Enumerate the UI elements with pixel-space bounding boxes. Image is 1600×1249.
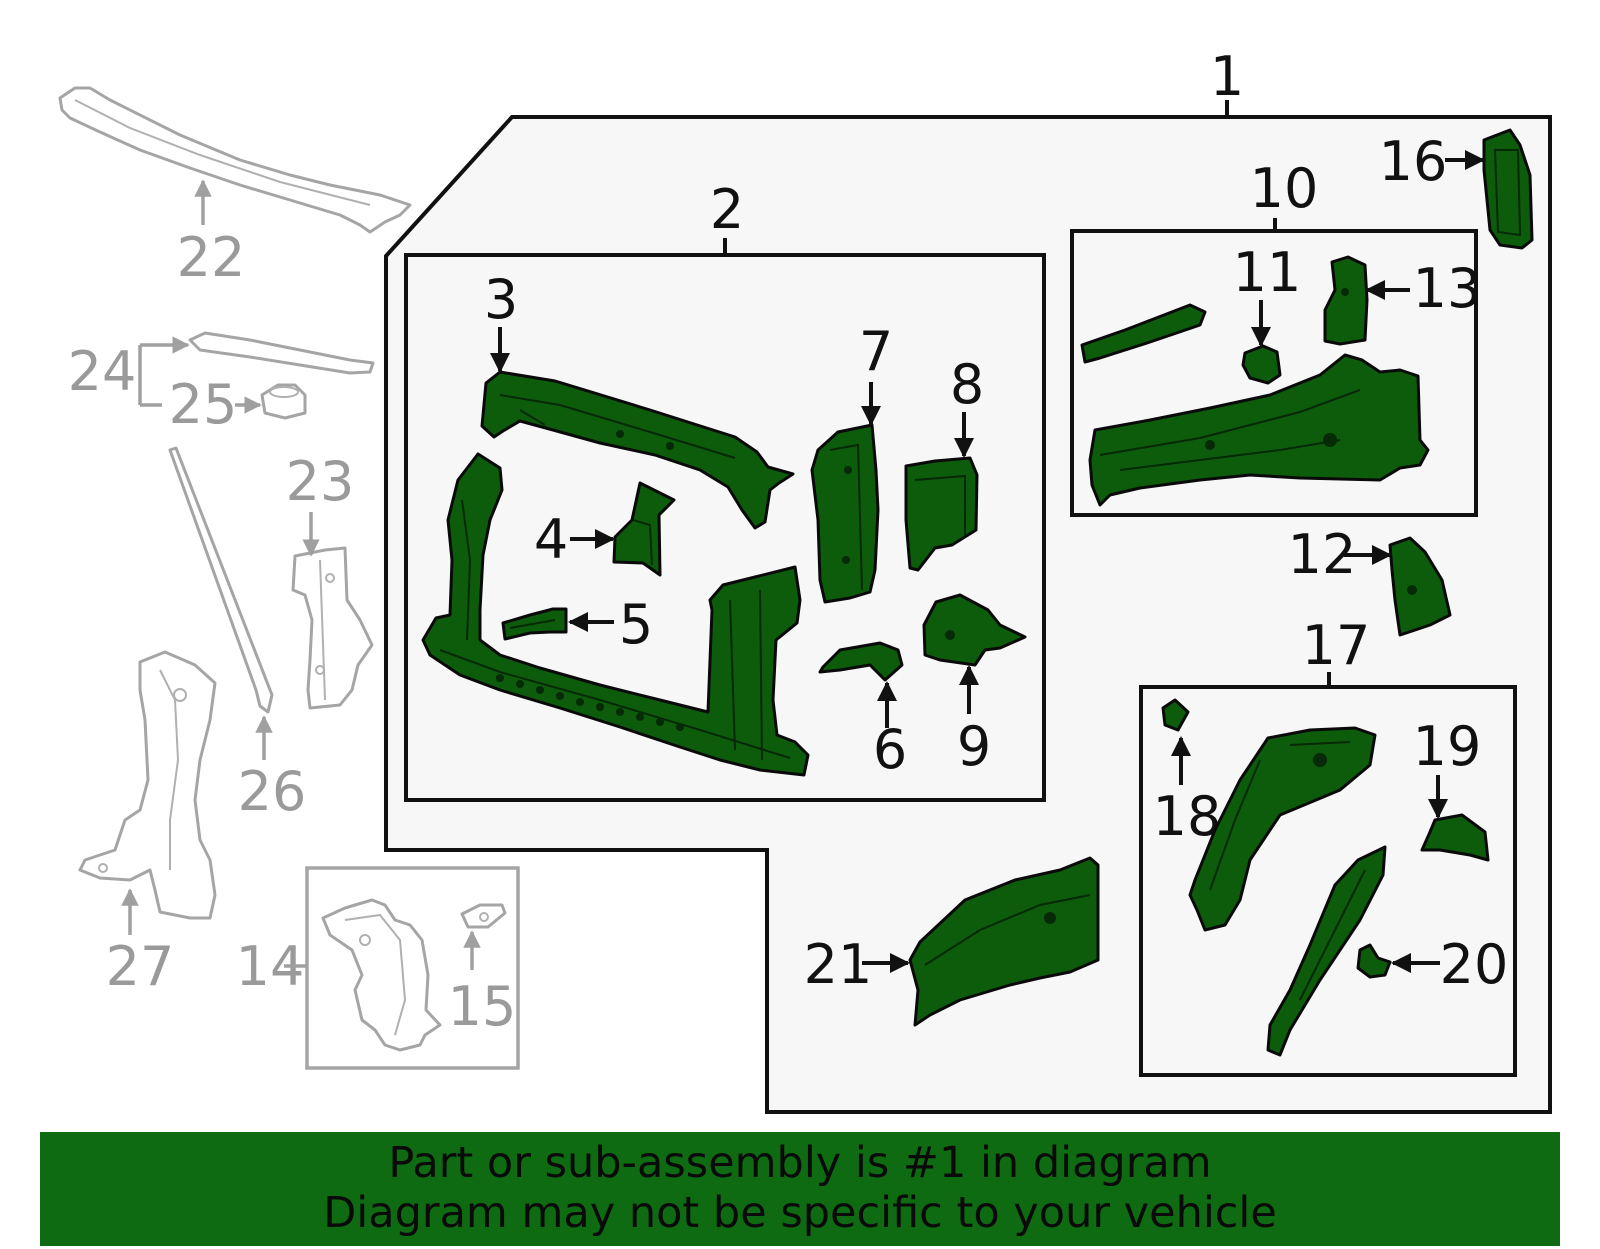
callout-2[interactable]: 2 — [710, 178, 744, 241]
callout-17[interactable]: 17 — [1302, 614, 1371, 677]
callout-7[interactable]: 7 — [859, 320, 893, 383]
part-22-reinforcement[interactable] — [58, 86, 412, 234]
part-18-clip[interactable] — [1161, 698, 1190, 732]
part-3-upper-support[interactable] — [480, 370, 795, 530]
callout-24[interactable]: 24 — [68, 340, 137, 403]
part-7-panel[interactable] — [810, 423, 880, 604]
part-24-bar[interactable] — [188, 331, 375, 375]
part-8-duct[interactable] — [904, 456, 979, 572]
callout-26[interactable]: 26 — [238, 760, 307, 823]
part-6-bracket[interactable] — [818, 641, 904, 682]
part-9-bracket[interactable] — [922, 593, 1027, 667]
part-10-apron[interactable] — [1088, 353, 1430, 507]
part-16-bracket[interactable] — [1482, 128, 1534, 250]
part-27-bracket[interactable] — [78, 650, 217, 920]
callout-9[interactable]: 9 — [957, 715, 991, 778]
part-25-bumper[interactable] — [260, 383, 307, 420]
callout-6[interactable]: 6 — [873, 718, 907, 781]
part-21-apron[interactable] — [908, 856, 1100, 1027]
callout-5[interactable]: 5 — [619, 593, 653, 656]
callout-10[interactable]: 10 — [1250, 157, 1319, 220]
part-13-bracket[interactable] — [1323, 255, 1369, 346]
part-12-bracket[interactable] — [1388, 536, 1452, 637]
part-14-bracket[interactable] — [321, 898, 442, 1052]
part-20-clip[interactable] — [1356, 943, 1392, 979]
part-23-bracket[interactable] — [291, 546, 374, 710]
info-banner: Part or sub-assembly is #1 in diagram Di… — [40, 1132, 1560, 1246]
callout-16[interactable]: 16 — [1379, 130, 1448, 193]
callout-4[interactable]: 4 — [534, 508, 568, 571]
part-17-inner-fender[interactable] — [1188, 726, 1377, 932]
callout-13[interactable]: 13 — [1413, 257, 1482, 320]
callout-11[interactable]: 11 — [1233, 241, 1302, 304]
callout-20[interactable]: 20 — [1440, 933, 1509, 996]
callout-27[interactable]: 27 — [106, 935, 175, 998]
callout-12[interactable]: 12 — [1288, 523, 1357, 586]
part-4-bracket[interactable] — [612, 481, 676, 577]
part-5-brace[interactable] — [501, 607, 568, 641]
callout-15[interactable]: 15 — [448, 975, 517, 1038]
banner-line-1: Part or sub-assembly is #1 in diagram — [388, 1138, 1212, 1188]
callout-3[interactable]: 3 — [484, 268, 518, 331]
part-15-clip[interactable] — [460, 903, 507, 929]
radiator-support-frame[interactable] — [421, 452, 810, 777]
callout-25[interactable]: 25 — [169, 373, 238, 436]
part-17-brace[interactable] — [1266, 845, 1387, 1057]
part-10-rail-small[interactable] — [1080, 303, 1207, 364]
callout-22[interactable]: 22 — [177, 226, 246, 289]
part-26-rod[interactable] — [168, 446, 274, 714]
callout-1[interactable]: 1 — [1210, 45, 1244, 108]
callout-19[interactable]: 19 — [1413, 715, 1482, 778]
callout-8[interactable]: 8 — [950, 353, 984, 416]
banner-line-2: Diagram may not be specific to your vehi… — [323, 1188, 1277, 1238]
part-11-bracket[interactable] — [1241, 344, 1282, 385]
callout-18[interactable]: 18 — [1153, 785, 1222, 848]
callout-23[interactable]: 23 — [286, 450, 355, 513]
callout-21[interactable]: 21 — [804, 933, 873, 996]
part-19-bracket[interactable] — [1420, 813, 1490, 862]
